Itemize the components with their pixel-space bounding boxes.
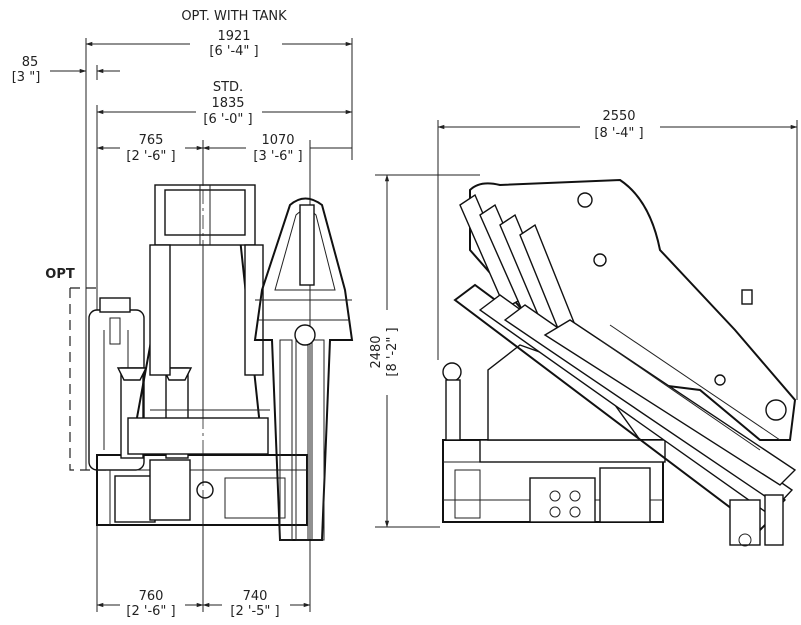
side-height-mm: 2480 bbox=[369, 335, 384, 368]
lower-right-imperial: [2 '-5" ] bbox=[230, 604, 279, 619]
opt-label: OPT bbox=[45, 267, 75, 282]
offset-imperial: [3 "] bbox=[12, 70, 41, 85]
side-length-imperial: [8 '-4" ] bbox=[594, 126, 643, 141]
side-height-imperial: [8 '-2" ] bbox=[385, 327, 400, 376]
upper-left-imperial: [2 '-6" ] bbox=[126, 149, 175, 164]
lower-right-mm: 740 bbox=[243, 589, 268, 604]
width-std-mm: 1835 bbox=[211, 96, 244, 111]
width-std-imperial: [6 '-0" ] bbox=[203, 112, 252, 127]
upper-left-mm: 765 bbox=[139, 133, 164, 148]
side-view-crane bbox=[442, 178, 797, 547]
side-length-mm: 2550 bbox=[602, 109, 635, 124]
std-label: STD. bbox=[213, 80, 243, 95]
lower-left-mm: 760 bbox=[139, 589, 164, 604]
width-tank-imperial: [6 '-4" ] bbox=[209, 44, 258, 59]
upper-right-imperial: [3 '-6" ] bbox=[253, 149, 302, 164]
lower-left-imperial: [2 '-6" ] bbox=[126, 604, 175, 619]
side-view-dimensions bbox=[375, 120, 798, 528]
front-view-crane bbox=[69, 140, 354, 600]
width-tank-mm: 1921 bbox=[217, 29, 250, 44]
opt-with-tank-label: OPT. WITH TANK bbox=[181, 9, 287, 24]
upper-right-mm: 1070 bbox=[261, 133, 294, 148]
offset-mm: 85 bbox=[22, 55, 39, 70]
